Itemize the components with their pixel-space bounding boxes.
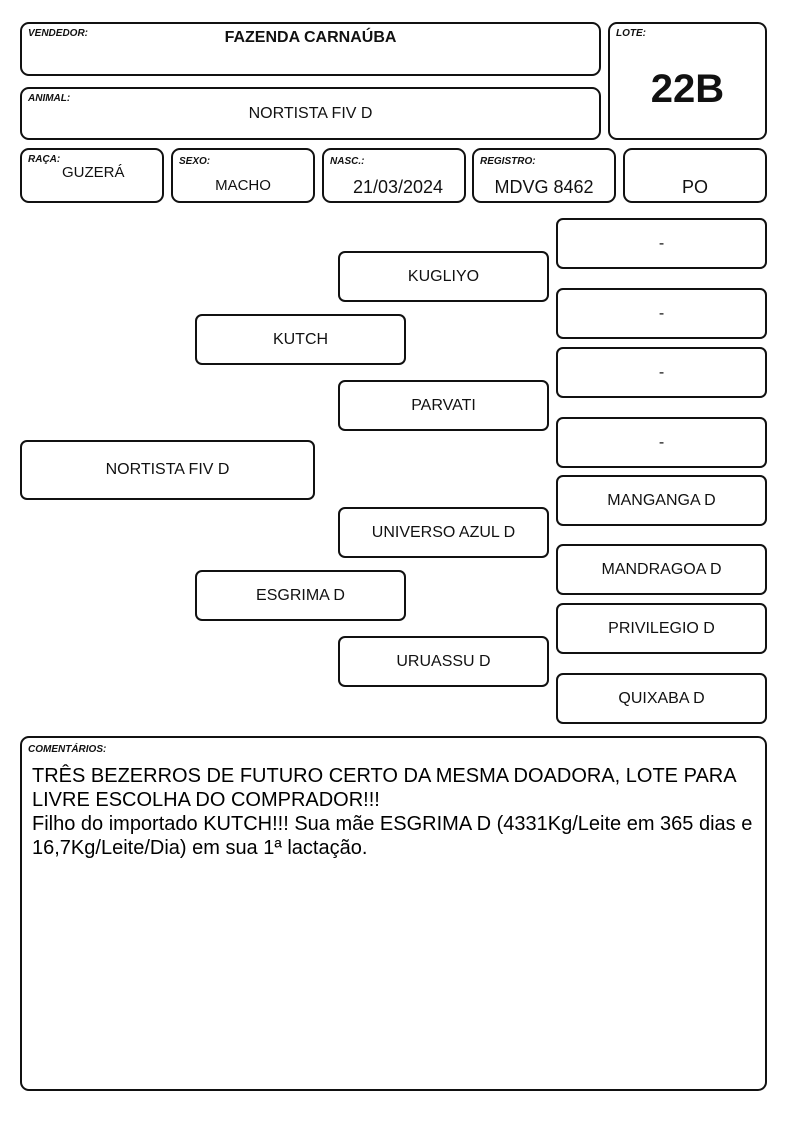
sex-value: MACHO — [215, 177, 271, 194]
pedigree-great-2: - — [556, 288, 767, 339]
animal-label: ANIMAL: — [28, 93, 71, 104]
pedigree-great-1: - — [556, 218, 767, 269]
birth-value: 21/03/2024 — [352, 177, 444, 197]
pedigree-great-7: PRIVILEGIO D — [556, 603, 767, 654]
pedigree-dam-dam: URUASSU D — [338, 636, 549, 687]
seller-name: FAZENDA CARNAÚBA — [224, 29, 397, 46]
breed-box: RAÇA: GUZERÁ — [20, 148, 164, 203]
pedigree-animal: NORTISTA FIV D — [20, 440, 315, 500]
pedigree-great-3: - — [556, 347, 767, 398]
pedigree-dam: ESGRIMA D — [195, 570, 406, 621]
registry-label: REGISTRO: — [480, 156, 536, 167]
comments-text: TRÊS BEZERROS DE FUTURO CERTO DA MESMA D… — [32, 764, 753, 860]
sex-label: SEXO: — [179, 156, 211, 167]
pedigree-great-8: QUIXABA D — [556, 673, 767, 724]
birth-label: NASC.: — [330, 156, 365, 167]
sex-box: SEXO: MACHO — [171, 148, 315, 203]
comments-box: COMENTÁRIOS: TRÊS BEZERROS DE FUTURO CER… — [20, 736, 767, 1091]
animal-box: ANIMAL: NORTISTA FIV D — [20, 87, 601, 140]
pedigree-sire-sire: KUGLIYO — [338, 251, 549, 302]
breed-label: RAÇA: — [28, 154, 61, 165]
registry-value: MDVG 8462 — [494, 177, 594, 197]
seller-label: VENDEDOR: — [28, 28, 89, 39]
breed-value: GUZERÁ — [62, 164, 125, 181]
registry-box: REGISTRO: MDVG 8462 — [472, 148, 616, 203]
lot-label: LOTE: — [616, 28, 646, 39]
category-box: PO — [623, 148, 767, 203]
birth-box: NASC.: 21/03/2024 — [322, 148, 466, 203]
comments-line-2: Filho do importado KUTCH!!! Sua mãe ESGR… — [32, 813, 753, 859]
pedigree-dam-sire: UNIVERSO AZUL D — [338, 507, 549, 558]
category-value: PO — [681, 177, 708, 197]
pedigree-great-5: MANGANGA D — [556, 475, 767, 526]
pedigree-sire: KUTCH — [195, 314, 406, 365]
pedigree-great-6: MANDRAGOA D — [556, 544, 767, 595]
seller-box: VENDEDOR: FAZENDA CARNAÚBA — [20, 22, 601, 76]
pedigree-great-4: - — [556, 417, 767, 468]
animal-name: NORTISTA FIV D — [248, 105, 373, 122]
lot-number: 22B — [650, 67, 725, 111]
comments-line-1: TRÊS BEZERROS DE FUTURO CERTO DA MESMA D… — [32, 765, 736, 811]
lot-box: LOTE: 22B — [608, 22, 767, 140]
pedigree-sire-dam: PARVATI — [338, 380, 549, 431]
comments-label: COMENTÁRIOS: — [28, 744, 107, 755]
